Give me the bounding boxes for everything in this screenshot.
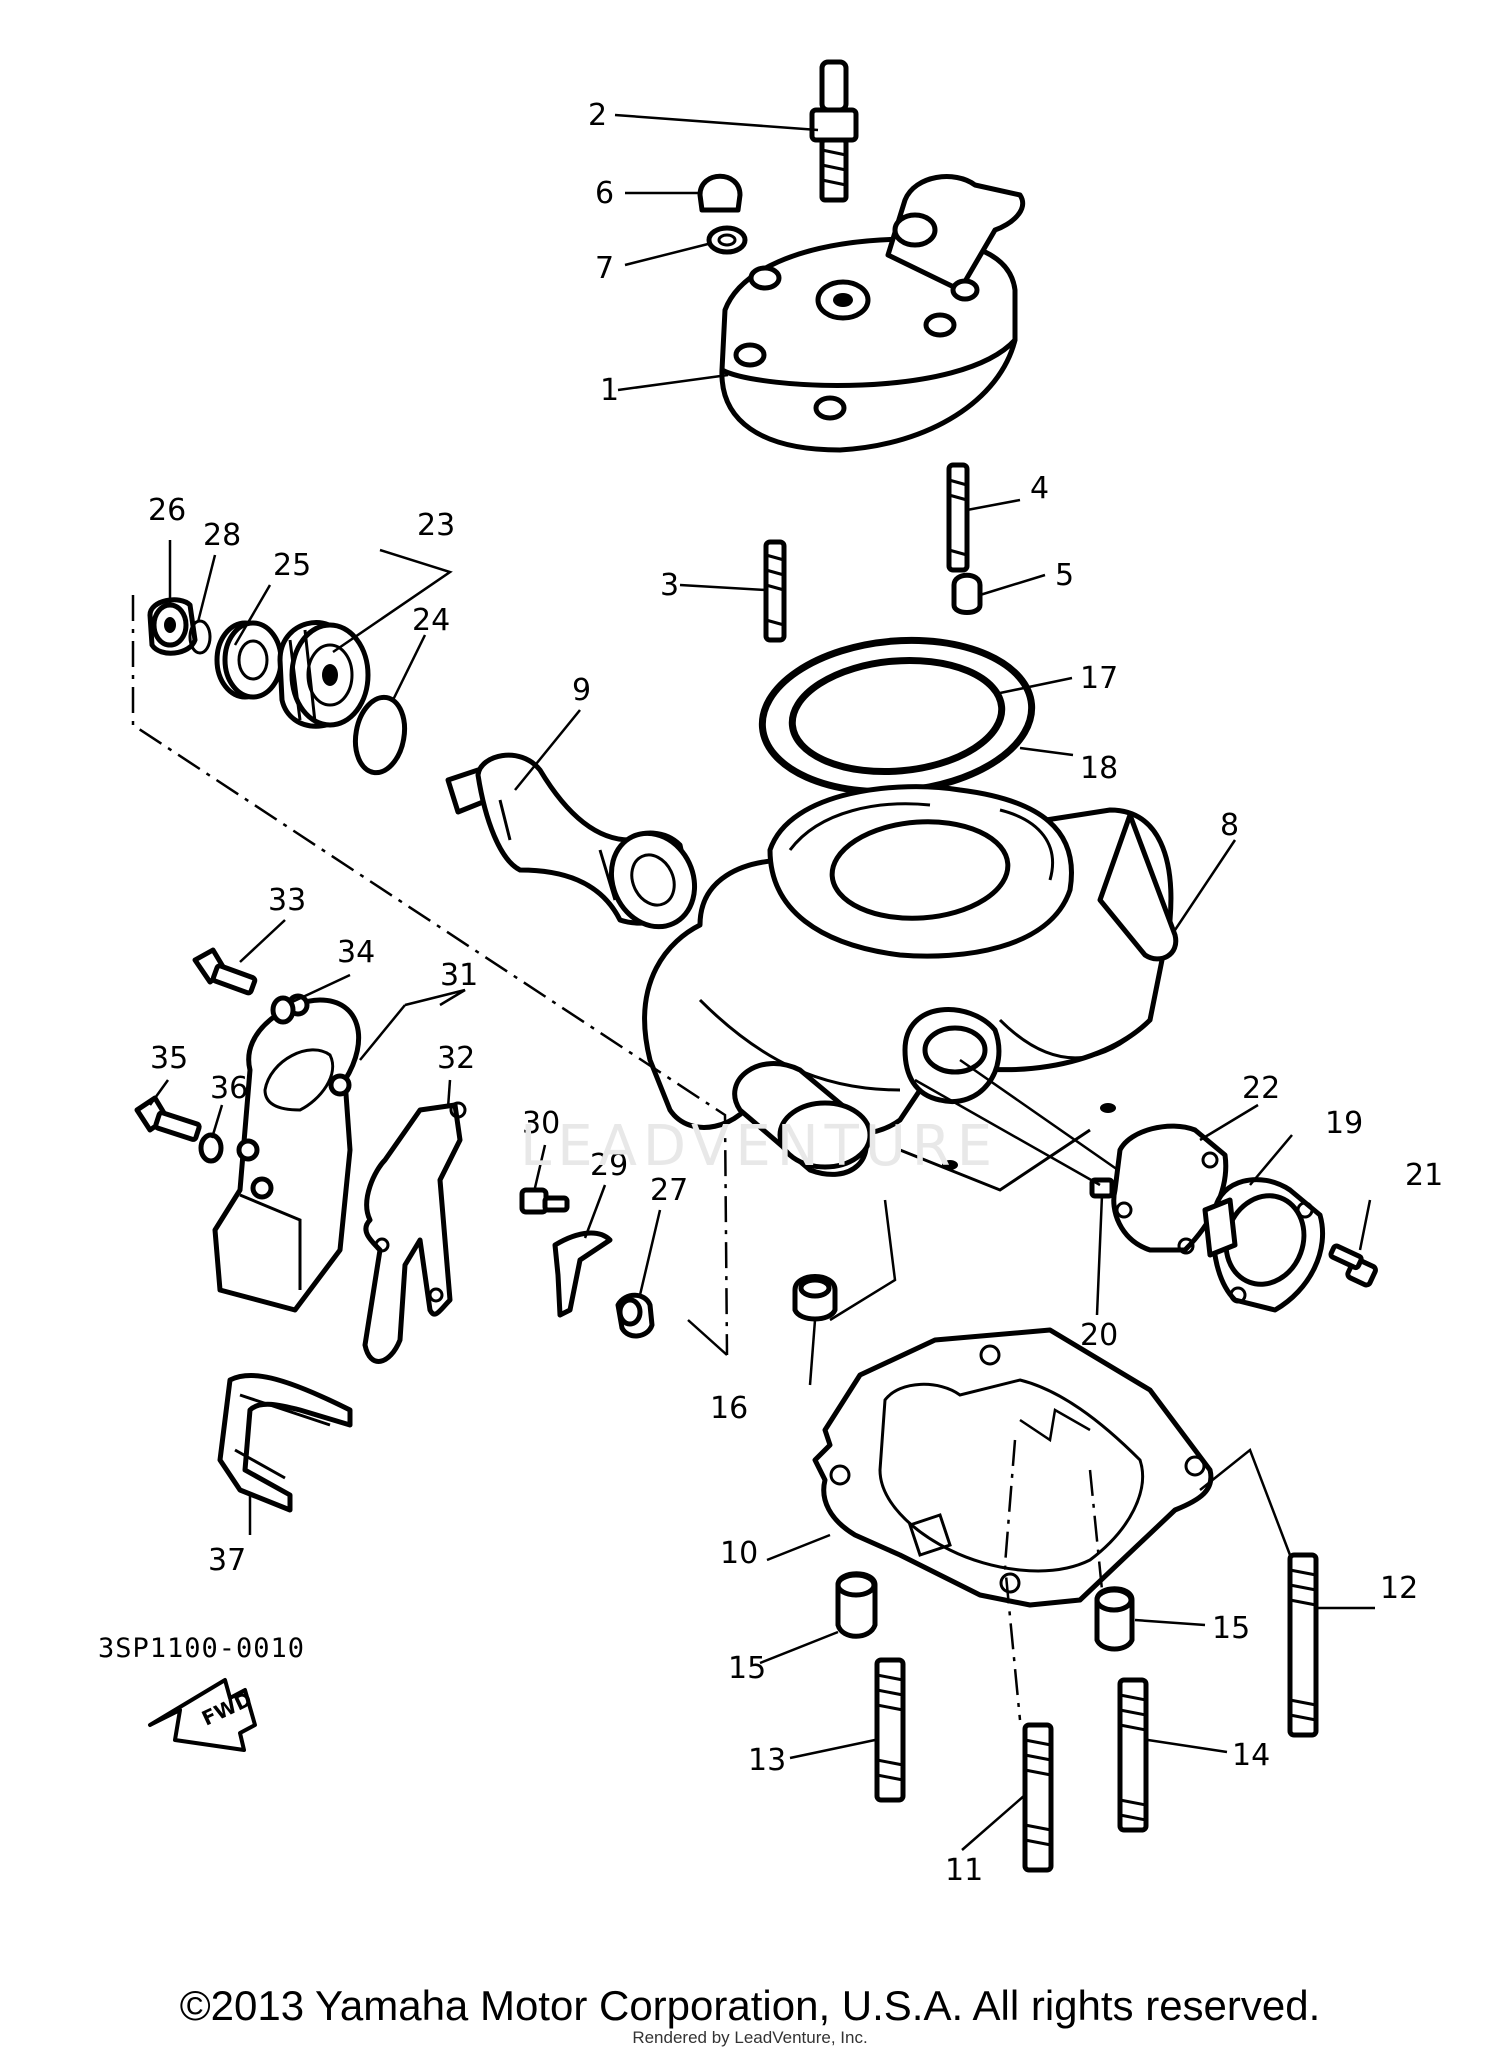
stud-bolt-part-13[interactable] [874, 1657, 906, 1803]
watermark: LEADVENTURE [520, 1114, 998, 1179]
bolt-part-30[interactable] [519, 1187, 570, 1215]
bolt-part-33[interactable] [192, 947, 258, 996]
callout-36: 36 [210, 1071, 248, 1106]
callout-labels: 2 6 7 1 4 3 5 17 18 8 9 26 28 25 23 24 3… [148, 98, 1443, 1888]
bolt-part-35[interactable] [134, 1095, 202, 1142]
washer-part-36[interactable] [198, 1132, 224, 1164]
callout-28: 28 [203, 518, 241, 553]
stud-bolt-part-11[interactable] [1022, 1722, 1054, 1873]
callout-35: 35 [150, 1041, 188, 1076]
clip-part-29[interactable] [552, 1230, 613, 1318]
collar-part-26[interactable] [147, 597, 198, 656]
water-pump-cover-part-31[interactable] [212, 993, 362, 1313]
callout-32: 32 [437, 1041, 475, 1076]
callout-13: 13 [748, 1743, 786, 1778]
cylinder-head-part-1[interactable] [719, 174, 1025, 453]
callout-11: 11 [945, 1853, 983, 1888]
callout-19: 19 [1325, 1106, 1363, 1141]
washer-part-7[interactable] [706, 225, 748, 255]
gasket-part-32[interactable] [362, 1101, 467, 1364]
callout-5: 5 [1055, 558, 1074, 593]
callout-3: 3 [660, 568, 679, 603]
callout-27: 27 [650, 1173, 688, 1208]
rendered-by-notice: Rendered by LeadVenture, Inc. [632, 2028, 868, 2047]
cylinder-part-8[interactable] [642, 784, 1179, 1192]
callout-21: 21 [1405, 1158, 1443, 1193]
o-ring-part-18[interactable] [756, 630, 1038, 803]
callout-18: 18 [1080, 751, 1118, 786]
bolt-part-21[interactable] [1328, 1243, 1378, 1288]
callout-8: 8 [1220, 808, 1239, 843]
impeller-shaft-part-9[interactable] [445, 752, 710, 940]
o-ring-part-17[interactable] [788, 652, 1007, 780]
callout-24: 24 [412, 603, 450, 638]
callout-30: 30 [522, 1106, 560, 1141]
leader-lines [148, 113, 1375, 1851]
callout-37: 37 [208, 1543, 246, 1578]
callout-34: 34 [337, 935, 375, 970]
callout-9: 9 [572, 673, 591, 708]
callout-31: 31 [440, 958, 478, 993]
stud-bolt-part-4[interactable] [946, 462, 970, 573]
fwd-arrow-icon: FWD [148, 1678, 257, 1752]
callout-4: 4 [1030, 471, 1049, 506]
callout-7: 7 [595, 251, 614, 286]
callout-10: 10 [720, 1536, 758, 1571]
callout-22: 22 [1242, 1071, 1280, 1106]
callout-26: 26 [148, 493, 186, 528]
callout-12: 12 [1380, 1571, 1418, 1606]
dowel-pin-part-5[interactable] [951, 572, 983, 615]
callout-25: 25 [273, 548, 311, 583]
callout-15-right: 15 [1212, 1611, 1250, 1646]
callout-17: 17 [1080, 661, 1118, 696]
dowel-part-15-right[interactable] [1094, 1586, 1135, 1652]
spark-plug-part-2[interactable] [809, 59, 859, 203]
stud-bolt-part-3[interactable] [763, 539, 787, 643]
callout-29: 29 [590, 1148, 628, 1183]
o-ring-part-28[interactable] [188, 619, 212, 655]
washer-part-34[interactable] [270, 995, 296, 1025]
callout-6: 6 [595, 176, 614, 211]
stud-bolt-part-14[interactable] [1117, 1677, 1149, 1833]
damper-part-37[interactable] [217, 1373, 353, 1513]
dowel-part-15-left[interactable] [835, 1571, 878, 1639]
oil-seal-part-25[interactable] [214, 620, 284, 700]
base-gasket-part-10[interactable] [812, 1327, 1214, 1608]
callout-15-left: 15 [728, 1651, 766, 1686]
o-ring-part-24[interactable] [350, 693, 410, 776]
callout-14: 14 [1232, 1738, 1270, 1773]
callout-20: 20 [1080, 1318, 1118, 1353]
nut-part-16[interactable] [792, 1274, 838, 1322]
callout-33: 33 [268, 883, 306, 918]
cap-nut-part-6[interactable] [697, 173, 743, 213]
collar-part-27[interactable] [615, 1292, 655, 1339]
cover-part-19[interactable] [1202, 1177, 1326, 1313]
callout-2: 2 [588, 98, 607, 133]
callout-1: 1 [600, 373, 619, 408]
callout-23: 23 [417, 508, 455, 543]
stud-bolt-part-12[interactable] [1287, 1552, 1319, 1738]
diagram-code: 3SP1100-0010 [98, 1633, 306, 1664]
copyright-notice: ©2013 Yamaha Motor Corporation, U.S.A. A… [179, 1982, 1321, 2029]
callout-16: 16 [710, 1391, 748, 1426]
